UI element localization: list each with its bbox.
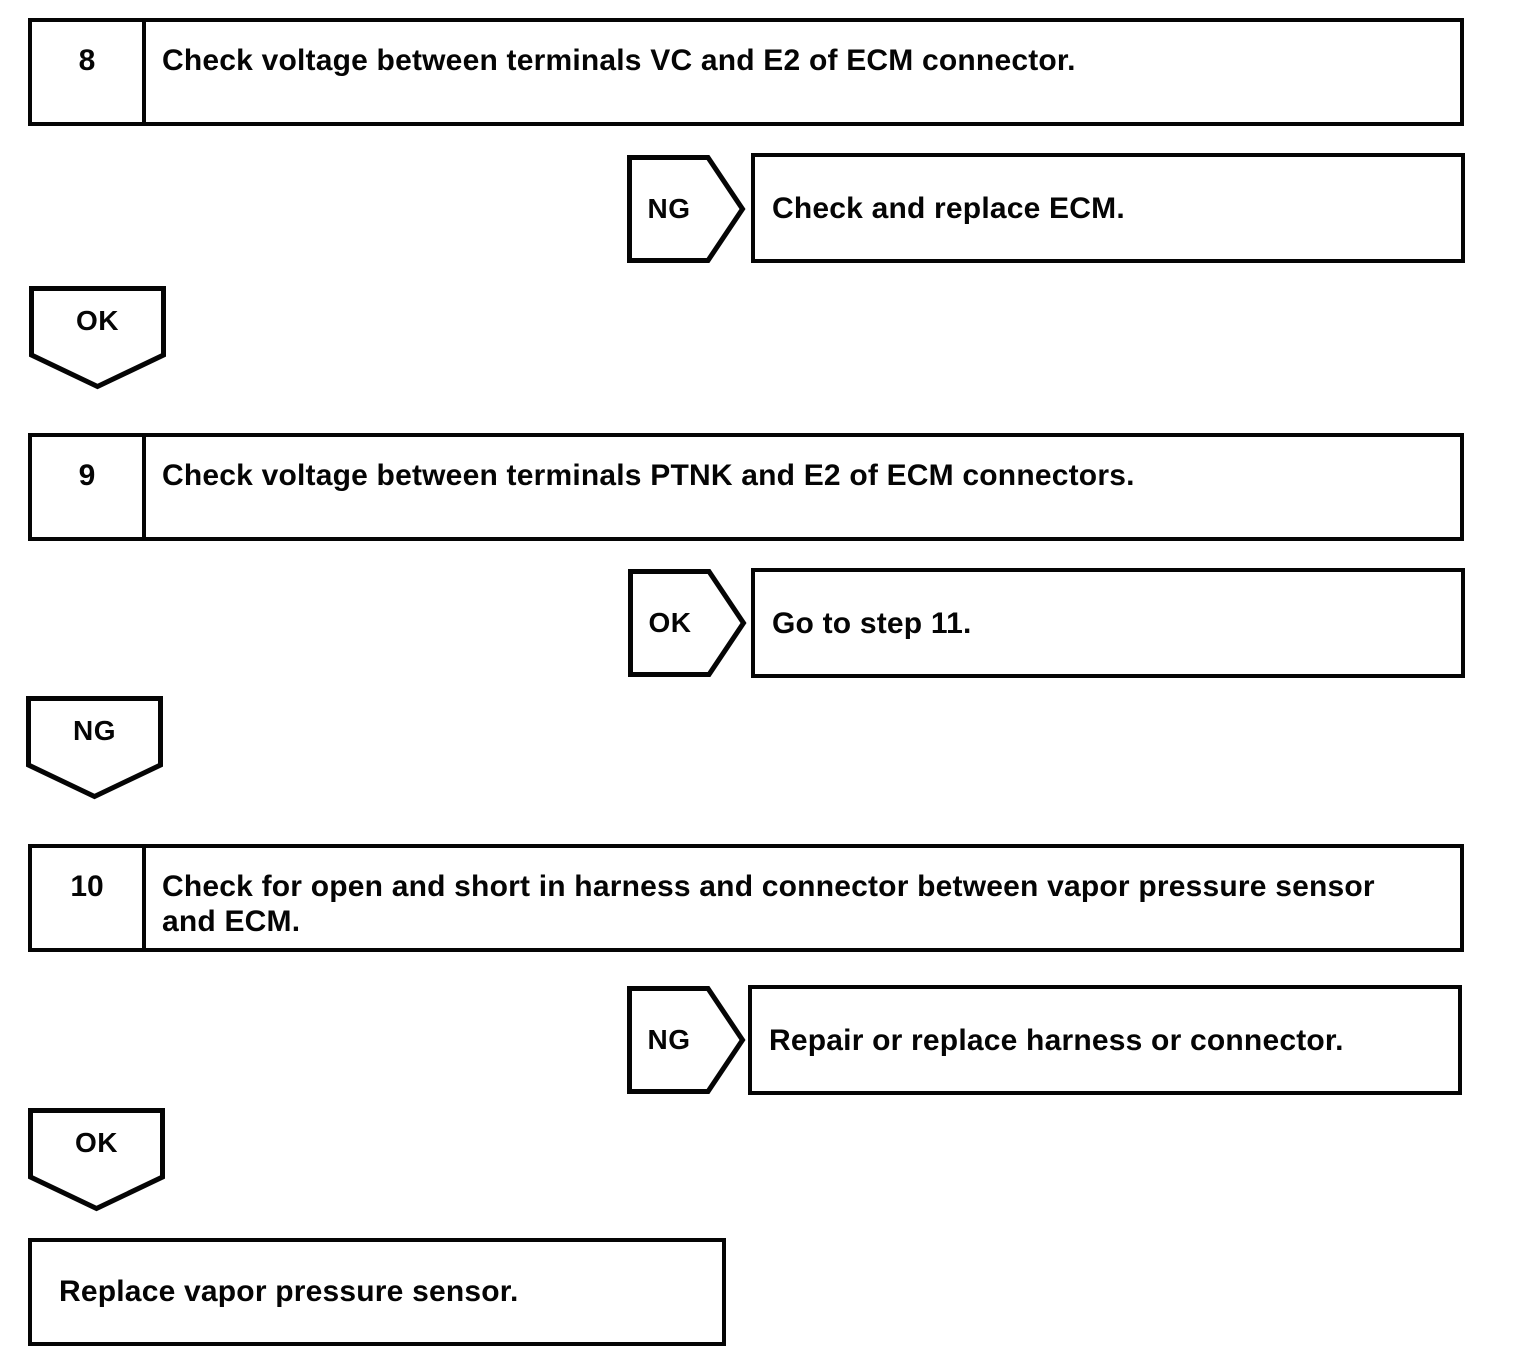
step-10-ng-connector: NG	[627, 986, 746, 1094]
step-10-number: 10	[32, 848, 146, 948]
step-10-box: 10 Check for open and short in harness a…	[28, 844, 1464, 952]
ng-pentagon-down-icon	[26, 696, 163, 800]
step-8-box: 8 Check voltage between terminals VC and…	[28, 18, 1464, 126]
ok-pentagon-down-icon	[28, 1108, 165, 1212]
step-8-ng-connector: NG	[627, 155, 746, 263]
step-9-number: 9	[32, 437, 146, 537]
step-9-box: 9 Check voltage between terminals PTNK a…	[28, 433, 1464, 541]
step-8-number: 8	[32, 22, 146, 122]
step-8-ng-result-box: Check and replace ECM.	[751, 153, 1465, 263]
step-9-ng-connector: NG	[26, 696, 163, 801]
step-10-ng-result-text: Repair or replace harness or connector.	[769, 1023, 1344, 1057]
step-8-instruction: Check voltage between terminals VC and E…	[162, 44, 1076, 77]
step-8-ok-label: OK	[76, 305, 119, 336]
step-10-ng-result-box: Repair or replace harness or connector.	[748, 985, 1462, 1095]
ng-pentagon-right-icon	[627, 155, 746, 263]
ok-pentagon-down-icon	[29, 286, 166, 390]
step-10-ok-label: OK	[75, 1127, 118, 1158]
step-9-instruction: Check voltage between terminals PTNK and…	[162, 459, 1135, 492]
step-9-ok-result-box: Go to step 11.	[751, 568, 1465, 678]
step-9-ok-label: OK	[648, 607, 692, 638]
ng-pentagon-right-icon	[627, 986, 746, 1094]
step-8-ng-result-text: Check and replace ECM.	[772, 191, 1125, 225]
step-9-ng-label: NG	[73, 715, 116, 746]
ok-pentagon-right-icon	[628, 569, 747, 677]
final-action-text: Replace vapor pressure sensor.	[59, 1275, 519, 1308]
step-10-ok-connector: OK	[28, 1108, 165, 1213]
step-9-ok-result-text: Go to step 11.	[772, 606, 972, 640]
final-action-box: Replace vapor pressure sensor.	[28, 1238, 726, 1346]
step-10-instruction: Check for open and short in harness and …	[162, 870, 1375, 938]
step-8-ok-connector: OK	[29, 286, 166, 391]
step-9-ok-connector: OK	[628, 569, 747, 677]
step-8-ng-label: NG	[647, 193, 691, 224]
step-10-ng-label: NG	[647, 1024, 691, 1055]
